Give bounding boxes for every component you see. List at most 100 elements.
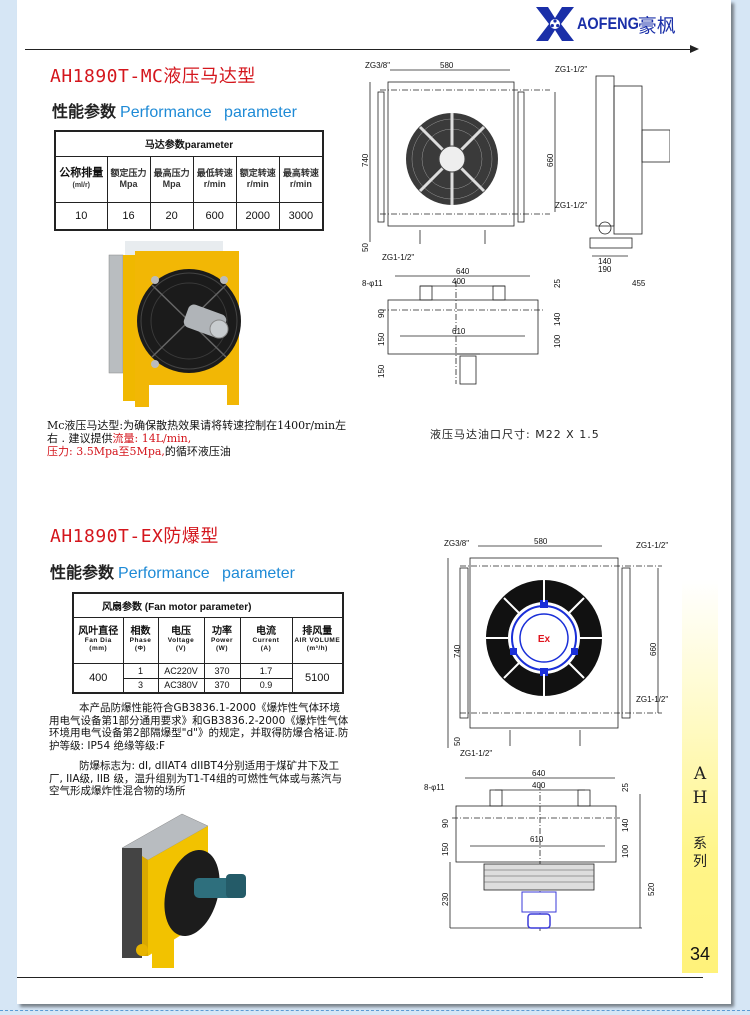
value-rated-pressure: 16 xyxy=(106,201,151,231)
svg-text:90: 90 xyxy=(377,309,386,318)
svg-text:100: 100 xyxy=(621,844,630,858)
svg-text:400: 400 xyxy=(532,781,546,790)
page-edge-dotted-line xyxy=(0,1010,750,1011)
svg-text:140: 140 xyxy=(553,312,562,326)
mc-front-drawing: 580 ZG3/8" ZG1-1/2" ZG1-1/2" ZG1-1/2" 74… xyxy=(361,62,670,262)
arrow-right-icon xyxy=(690,45,699,53)
section1-note: Mc液压马达型:为确保散热效果请将转速控制在1400r/min左右 . 建议提供… xyxy=(47,419,347,458)
svg-text:140: 140 xyxy=(598,258,612,266)
mc-side-dims: 140 190 455 xyxy=(598,258,646,288)
value-phase: 3 xyxy=(122,677,159,694)
svg-text:ZG3/8": ZG3/8" xyxy=(444,539,469,548)
series-letter-a: A xyxy=(693,764,707,784)
svg-text:230: 230 xyxy=(441,892,450,906)
ex-badge-text: Ex xyxy=(538,634,551,645)
svg-text:150: 150 xyxy=(377,364,386,378)
table-row: 3 AC380V 370 0.9 xyxy=(73,677,343,694)
value-air-volume: 5100 xyxy=(291,662,344,694)
svg-text:ZG1-1/2": ZG1-1/2" xyxy=(382,253,414,262)
perf-heading-en: Performance parameter xyxy=(118,565,295,582)
svg-text:ZG1-1/2": ZG1-1/2" xyxy=(636,695,668,704)
section2-title: AH1890T-EX防爆型 xyxy=(50,526,219,547)
product-photo-mc xyxy=(108,241,241,407)
value-displacement: 10 xyxy=(54,201,108,231)
svg-text:660: 660 xyxy=(546,153,555,167)
svg-text:ZG3/8": ZG3/8" xyxy=(365,62,390,70)
svg-text:ZG1-1/2": ZG1-1/2" xyxy=(636,541,668,550)
header-displacement: 公称排量(ml/r) xyxy=(54,155,108,203)
svg-text:580: 580 xyxy=(534,538,548,546)
svg-text:ZG1-1/2": ZG1-1/2" xyxy=(555,201,587,210)
mc-top-drawing: 640 400 8-φ11 610 25 140 100 90 150 150 xyxy=(362,267,562,385)
product-photo-ex xyxy=(122,813,246,968)
svg-text:50: 50 xyxy=(361,243,370,252)
table-caption: 风扇参数 (Fan motor parameter) xyxy=(72,592,344,618)
brand-name-en: AOFENG xyxy=(577,14,639,33)
perf-heading-en: Performance parameter xyxy=(120,104,297,121)
value-current: 1.7 xyxy=(239,662,293,679)
svg-text:90: 90 xyxy=(441,819,450,828)
series-label-xi: 系 xyxy=(693,836,707,852)
svg-text:25: 25 xyxy=(621,783,630,792)
motor-port-size: 液压马达油口尺寸: M22 X 1.5 xyxy=(430,428,600,441)
value-power: 370 xyxy=(203,662,241,679)
svg-text:400: 400 xyxy=(452,277,466,286)
note-flow: 流量: 14L/min, xyxy=(112,432,192,445)
svg-text:8-φ11: 8-φ11 xyxy=(424,783,445,792)
value-fan-dia: 400 xyxy=(72,662,124,694)
value-voltage: AC380V xyxy=(157,677,205,694)
ex-top-drawing: 640 400 8-φ11 610 25 140 100 520 90 150 … xyxy=(424,769,656,931)
svg-text:50: 50 xyxy=(453,737,462,746)
value-phase: 1 xyxy=(122,662,159,679)
svg-text:ZG1-1/2": ZG1-1/2" xyxy=(555,65,587,74)
explosion-proof-marking: 防爆标志为: dI, dIIAT4 dIIBT4分别适用于煤矿井下及工厂, II… xyxy=(49,760,342,797)
note-pressure: 压力: 3.5Mpa至5Mpa, xyxy=(47,445,165,458)
svg-text:640: 640 xyxy=(456,267,470,276)
note-text: Mc液压马达型:为确保散热效果请将转速控制在1400r/min左右 . 建议提供 xyxy=(47,419,347,445)
svg-text:660: 660 xyxy=(649,642,658,656)
svg-text:150: 150 xyxy=(377,332,386,346)
explosion-proof-standard: 本产品防爆性能符合GB3836.1-2000《爆炸性气体环境用电气设备第1部分通… xyxy=(49,702,349,752)
series-letter-h: H xyxy=(692,788,708,808)
svg-text:25: 25 xyxy=(553,279,562,288)
svg-text:520: 520 xyxy=(647,882,656,896)
value-max-speed: 3000 xyxy=(278,201,324,231)
series-side-tab: A H 系 列 34 xyxy=(682,580,718,973)
table-caption: 马达参数parameter xyxy=(54,130,324,157)
value-current: 0.9 xyxy=(239,677,293,694)
svg-text:150: 150 xyxy=(441,842,450,856)
svg-text:455: 455 xyxy=(632,279,646,288)
svg-text:100: 100 xyxy=(553,334,562,348)
brand-name-cn: 豪枫 xyxy=(637,14,676,37)
page-number: 34 xyxy=(689,944,711,964)
svg-text:140: 140 xyxy=(621,818,630,832)
brand-logo: AOFENG 豪枫 xyxy=(534,4,676,44)
perf-heading-cn: 性能参数 xyxy=(52,102,117,121)
note-text-end: 的循环液压油 xyxy=(164,445,231,458)
svg-text:640: 640 xyxy=(532,769,546,778)
svg-text:190: 190 xyxy=(598,265,612,274)
value-voltage: AC220V xyxy=(157,662,205,679)
svg-text:740: 740 xyxy=(361,153,370,167)
svg-text:8-φ11: 8-φ11 xyxy=(362,279,383,288)
value-max-pressure: 20 xyxy=(149,201,194,231)
footer-divider xyxy=(17,977,703,978)
value-power: 370 xyxy=(203,677,241,694)
aofeng-logo-icon xyxy=(536,7,574,41)
value-rated-speed: 2000 xyxy=(235,201,280,231)
series-label-lie: 列 xyxy=(693,854,707,870)
